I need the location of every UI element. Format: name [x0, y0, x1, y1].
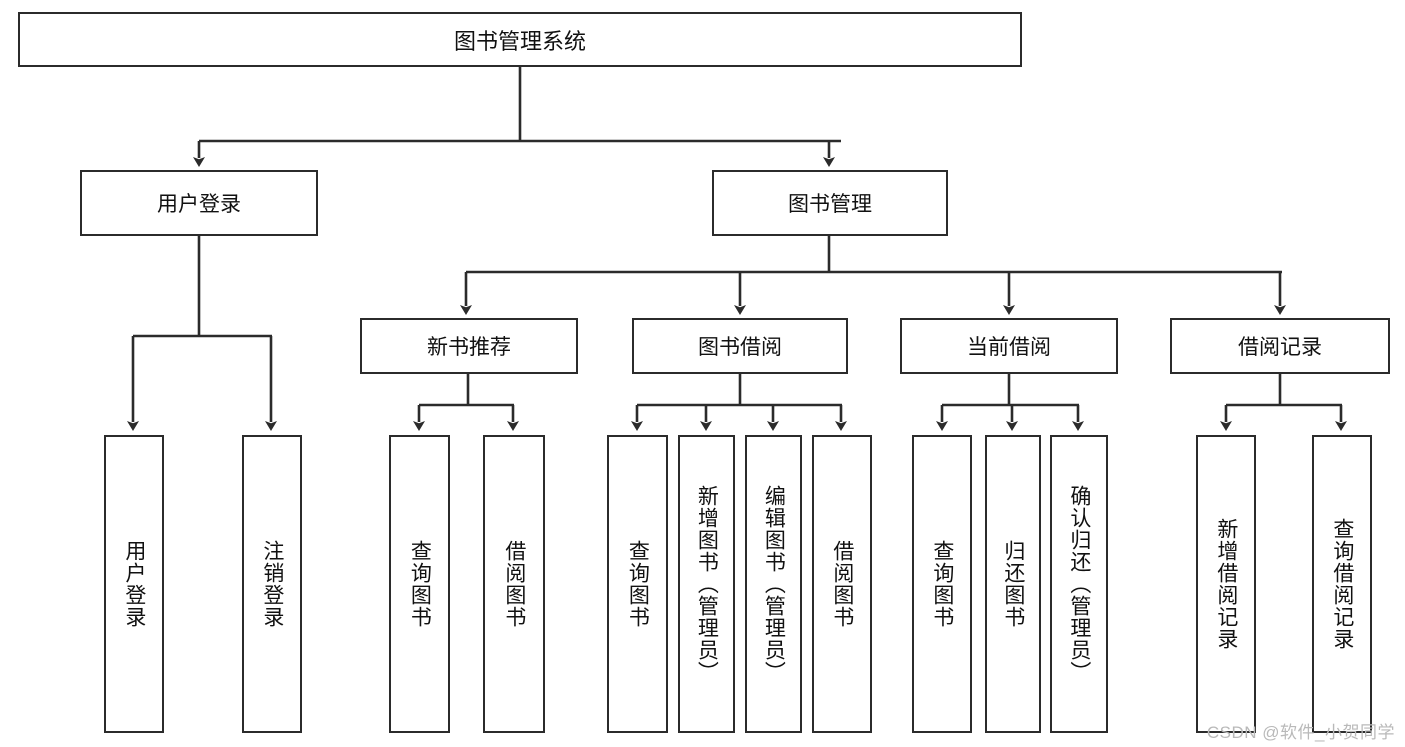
csdn-watermark: CSDN @软件_小贺同学 [1206, 723, 1395, 742]
node-label: 查询借阅记录 [1330, 518, 1354, 650]
leaf-query-book-new[interactable]: 查询图书 [389, 435, 450, 733]
node-book-management[interactable]: 图书管理 [712, 170, 948, 236]
node-label: 用户登录 [122, 540, 146, 628]
node-user-login[interactable]: 用户登录 [80, 170, 318, 236]
leaf-borrow-book[interactable]: 借阅图书 [812, 435, 872, 733]
node-label: 图书管理 [788, 193, 872, 216]
node-current-borrow[interactable]: 当前借阅 [900, 318, 1118, 374]
leaf-query-book-current[interactable]: 查询图书 [912, 435, 972, 733]
leaf-borrow-book-new[interactable]: 借阅图书 [483, 435, 545, 733]
node-label: 图书借阅 [698, 336, 782, 359]
leaf-edit-book-admin[interactable]: 编辑图书（管理员） [745, 435, 802, 733]
node-book-borrow[interactable]: 图书借阅 [632, 318, 848, 374]
leaf-confirm-return-admin[interactable]: 确认归还（管理员） [1050, 435, 1108, 733]
node-label: 归还图书 [1001, 540, 1025, 628]
node-root[interactable]: 图书管理系统 [18, 12, 1022, 67]
node-label: 新增图书（管理员） [695, 485, 719, 683]
leaf-return-book[interactable]: 归还图书 [985, 435, 1041, 733]
node-borrow-records[interactable]: 借阅记录 [1170, 318, 1390, 374]
node-label: 新增借阅记录 [1214, 518, 1238, 650]
node-label: 查询图书 [408, 540, 432, 628]
node-label: 用户登录 [157, 193, 241, 216]
leaf-query-book-borrow[interactable]: 查询图书 [607, 435, 668, 733]
leaf-query-borrow-record[interactable]: 查询借阅记录 [1312, 435, 1372, 733]
node-label: 注销登录 [260, 540, 284, 628]
node-label: 确认归还（管理员） [1067, 485, 1091, 683]
node-label: 借阅记录 [1238, 336, 1322, 359]
leaf-logout[interactable]: 注销登录 [242, 435, 302, 733]
node-label: 查询图书 [930, 540, 954, 628]
leaf-user-login[interactable]: 用户登录 [104, 435, 164, 733]
node-label: 借阅图书 [502, 540, 526, 628]
leaf-add-book-admin[interactable]: 新增图书（管理员） [678, 435, 735, 733]
node-label: 编辑图书（管理员） [762, 485, 786, 683]
node-label: 查询图书 [626, 540, 650, 628]
node-label: 图书管理系统 [453, 28, 586, 54]
node-label: 新书推荐 [427, 336, 511, 359]
node-new-book-recommend[interactable]: 新书推荐 [360, 318, 578, 374]
leaf-add-borrow-record[interactable]: 新增借阅记录 [1196, 435, 1256, 733]
node-label: 借阅图书 [830, 540, 854, 628]
node-label: 当前借阅 [967, 336, 1051, 359]
